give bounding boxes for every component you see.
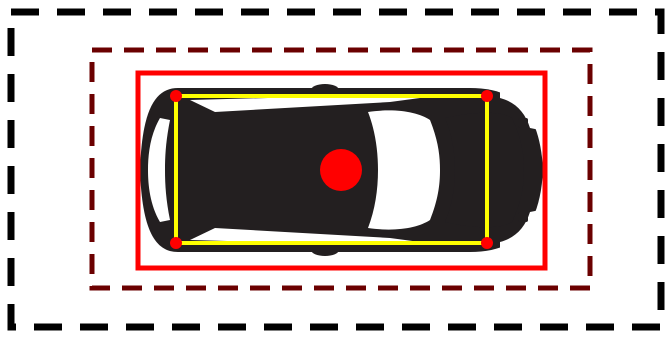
car-windshield [368,110,440,229]
car-front-light-top [518,118,528,128]
corner-point-rear-top [170,90,182,102]
car-front-light-bottom [518,212,528,222]
corner-point-rear-bottom [170,237,182,249]
corner-point-front-bottom [481,237,493,249]
car-hood [445,113,524,228]
corner-point-front-top [481,90,493,102]
center-point [320,149,362,191]
